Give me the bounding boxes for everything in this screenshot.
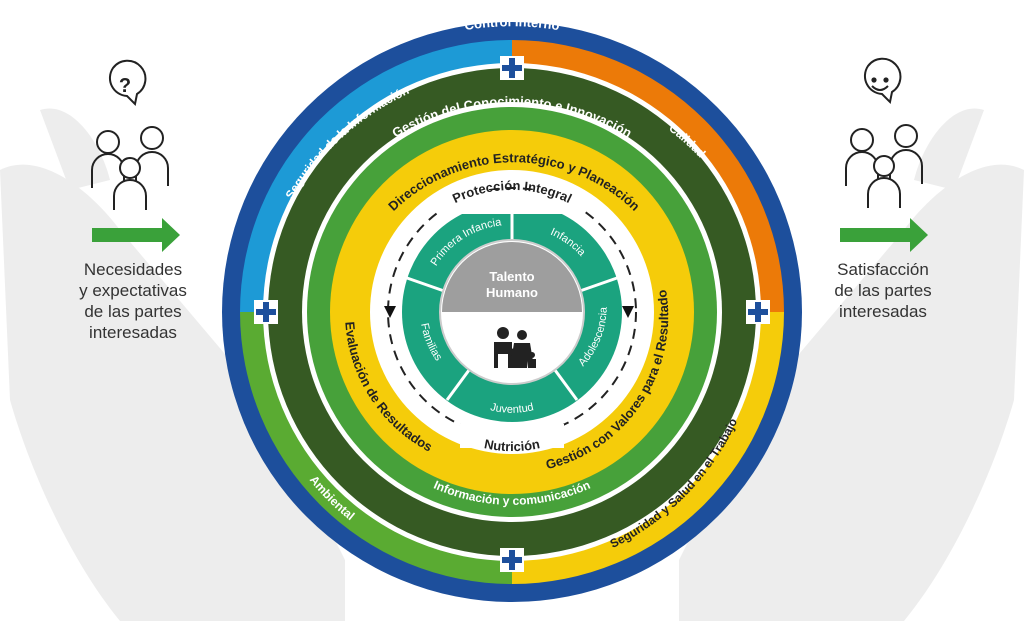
arrow-up-icon [622,306,634,318]
left-text-line: interesadas [89,323,177,342]
center-label-line1: Talento [489,269,534,284]
left-panel-text: Necesidades y expectativas de las partes… [58,259,208,343]
people-smile-icon [845,57,923,208]
svg-text:?: ? [119,75,131,97]
label-juventud: Juventud [489,401,535,416]
plus-icons [254,56,770,572]
teal-separators [406,202,618,401]
arrow-right-icon [840,218,928,252]
arrow-down-icon [384,306,396,318]
people-question-icon: ? [91,59,169,210]
right-panel-text: Satisfacción de las partes interesadas [808,259,958,322]
right-text-line: Satisfacción [837,260,929,279]
right-text-line: de las partes [834,281,932,300]
plus-icon [500,548,524,572]
left-text-line: y expectativas [79,281,187,300]
arrow-right-icon [92,218,180,252]
plus-icon [746,300,770,324]
label-bg-proteccion [440,190,584,214]
left-text-line: Necesidades [83,260,183,279]
label-bg-nutricion [460,424,564,448]
label-control-interno: Control Interno [463,14,560,33]
left-text-line: de las partes [84,302,182,321]
right-text-line: interesadas [839,302,927,321]
plus-icon [254,300,278,324]
background-hands-illustration [0,108,1024,621]
center-top-half [442,242,582,312]
label-nutricion: Nutrición [483,436,541,454]
family-icon [494,327,536,368]
plus-icon [500,56,524,80]
center-label-line2: Humano [486,285,538,300]
